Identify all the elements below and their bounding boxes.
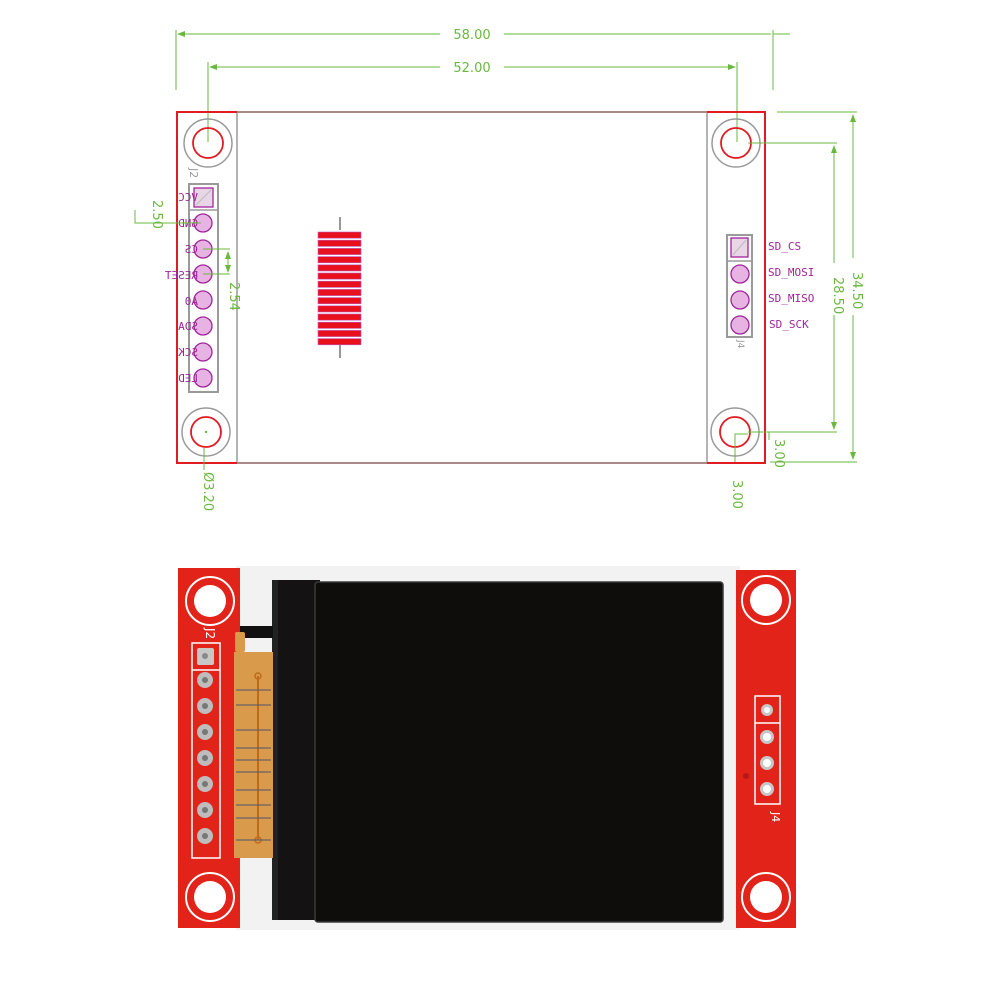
j2-pin-label: SCK [178,346,198,359]
dimension-edge-offset-right: 3.00 [768,432,786,468]
j4-pin-label: SD_CS [768,240,801,253]
j2-pin-label: RESET [165,269,198,282]
j4-silkscreen: J4 [769,811,782,822]
j2-pin-label: A0 [185,295,198,308]
dim-label-52: 52.00 [453,61,490,76]
module-photo: J2 J4 [178,566,796,930]
j4-pin-label: SD_MISO [768,292,814,305]
pcb-right-strip: J4 [736,570,796,928]
j2-pin-label: SDA [178,320,198,333]
dimension-hole-spacing-x: 52.00 [207,61,738,142]
svg-text:28.50: 28.50 [830,277,845,314]
dimension-overall-width: 58.00 [175,28,790,90]
svg-text:2.50: 2.50 [149,200,164,229]
svg-text:2.54: 2.54 [226,282,241,311]
fpc-ribbon [234,626,273,858]
dimension-overall-height: 34.50 [770,111,864,463]
j4-designator: J4 [735,339,745,349]
j4-pin-label: SD_MOSI [768,266,814,279]
svg-text:34.50: 34.50 [849,272,864,309]
j2-pin-label: LED [178,372,198,385]
connector-j2: J2 VCC GND CS RESET A0 SDA SCK LED [165,167,219,393]
mounting-holes [181,118,761,457]
j2-pin-label: CS [185,243,198,256]
dimension-hole-diameter: Ø3.20 [200,448,215,511]
j4-pin-label: SD_SCK [769,318,809,331]
dimension-hole-spacing-y: 28.50 [748,142,845,433]
dim-label-58: 58.00 [453,28,490,43]
svg-text:Ø3.20: Ø3.20 [200,472,215,511]
svg-text:3.00: 3.00 [771,439,786,468]
j2-silkscreen: J2 [203,627,217,639]
display-screen [272,580,724,923]
dimension-edge-offset-bottom: 3.00 [729,433,748,509]
connector-j4: J4 SD_CS SD_MOSI SD_MISO SD_SCK [726,234,814,349]
svg-text:3.00: 3.00 [729,480,744,509]
board-outline [176,111,766,464]
dimension-first-pin-offset: 2.50 [134,200,201,229]
dimension-pin-pitch: 2.54 [203,248,241,311]
j2-designator: J2 [187,167,200,178]
mechanical-drawing: 58.00 52.00 J2 [134,28,864,511]
j2-pin-label: VCC [178,191,198,204]
fpc-pad-array [317,217,362,358]
pcb-left-strip: J2 [178,568,240,928]
